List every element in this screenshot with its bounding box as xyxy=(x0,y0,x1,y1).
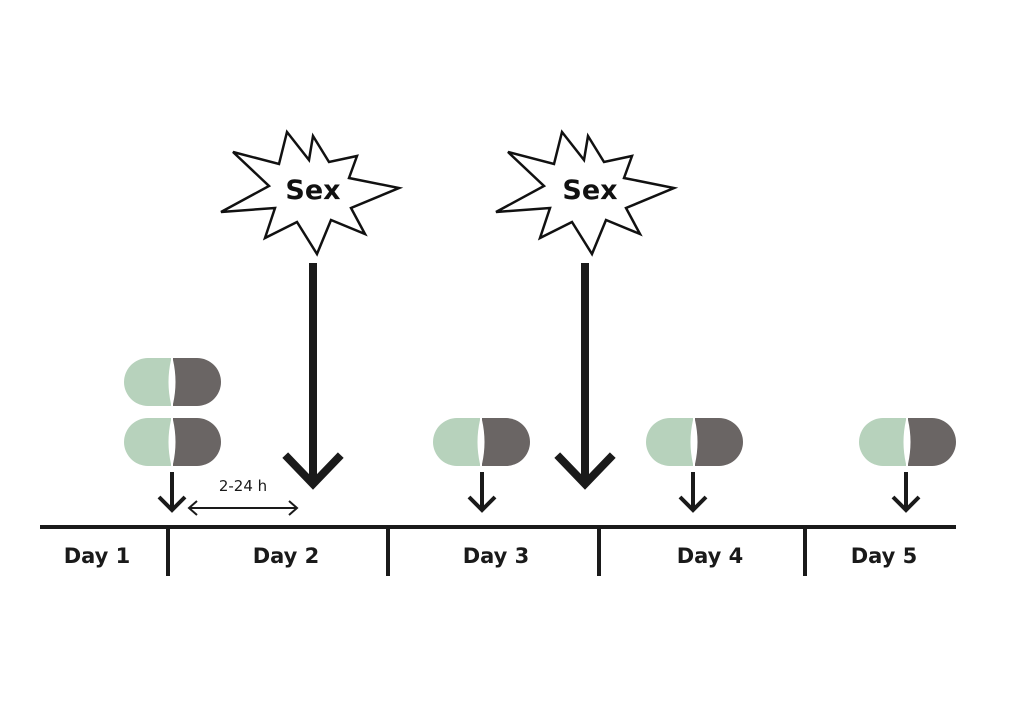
day-label-2: Day 2 xyxy=(253,544,320,568)
pill-icon xyxy=(433,418,530,466)
down-arrow-head-icon xyxy=(282,452,344,490)
sex-event-1: Sex xyxy=(219,130,401,256)
interval-indicator: 2-24 h xyxy=(187,477,299,516)
down-arrow-icon xyxy=(678,472,708,513)
pill-icon xyxy=(859,418,956,466)
pill-icon xyxy=(124,418,221,466)
interval-label: 2-24 h xyxy=(219,477,267,495)
day-label-3: Day 3 xyxy=(463,544,530,568)
sex-event-2: Sex xyxy=(494,130,676,256)
pill-icon xyxy=(124,358,221,406)
sex-label-1: Sex xyxy=(285,175,340,206)
day-label-1: Day 1 xyxy=(64,544,131,568)
day-label-5: Day 5 xyxy=(851,544,918,568)
sex-arrow-1 xyxy=(282,263,344,490)
day-label-4: Day 4 xyxy=(677,544,744,568)
down-arrow-icon xyxy=(891,472,921,513)
day-dividers xyxy=(166,527,807,576)
sex-arrow-2 xyxy=(554,263,616,490)
pill-arrows xyxy=(157,472,921,513)
down-arrow-head-icon xyxy=(554,452,616,490)
down-arrow-icon xyxy=(157,472,187,513)
sex-label-2: Sex xyxy=(562,175,617,206)
double-arrow-icon xyxy=(187,500,299,516)
pill-icon xyxy=(646,418,743,466)
down-arrow-icon xyxy=(467,472,497,513)
